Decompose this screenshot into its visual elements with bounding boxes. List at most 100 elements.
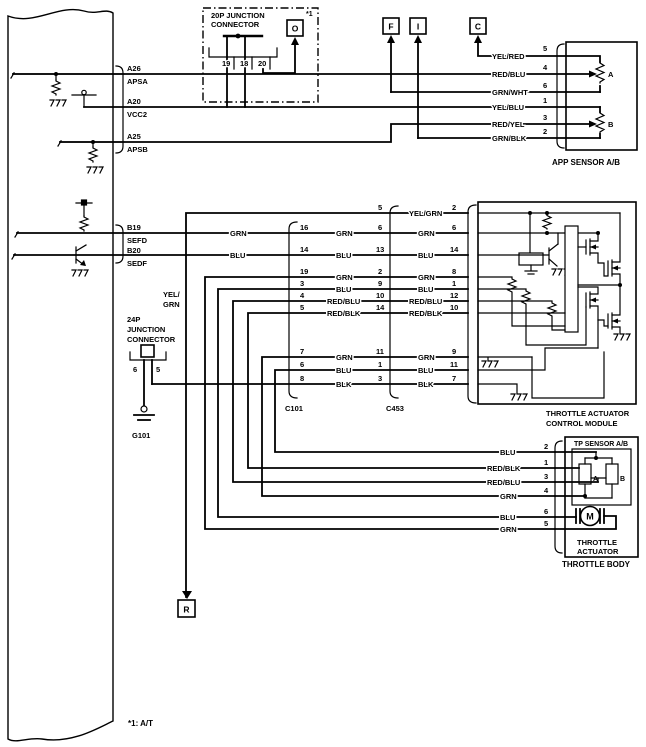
app-sensor-title: APP SENSOR A/B	[552, 158, 620, 167]
g101-label: G101	[132, 431, 150, 440]
middle-row-wires	[13, 212, 556, 598]
connector-c-label: C	[475, 22, 481, 32]
tp-sensor-box	[571, 448, 632, 506]
module-pin: 10	[450, 303, 458, 312]
tb-pin: 5	[544, 519, 548, 528]
c453-pin: 6	[378, 223, 382, 232]
arrow-to-i	[414, 35, 422, 43]
wire-label: BLK	[418, 380, 434, 389]
ecm-connector-bracket-top	[115, 65, 124, 154]
motor-m-label: M	[586, 512, 594, 522]
arrow-to-r	[182, 591, 192, 599]
c453-pin: 11	[376, 347, 384, 356]
module-pin: 1	[452, 279, 456, 288]
wire-label: RED/BLK	[409, 309, 443, 318]
wire-label: GRN	[336, 353, 353, 362]
module-label-1: THROTTLE ACTUATOR	[546, 409, 630, 418]
junction-20p-box	[202, 7, 319, 103]
module-label-2: CONTROL MODULE	[546, 419, 618, 428]
connector-r-label: R	[183, 605, 189, 615]
tb-wire: GRN	[500, 525, 517, 534]
tb-pin: 4	[544, 486, 549, 495]
c101-pin: 19	[300, 267, 308, 276]
wire-grn-wht: GRN/WHT	[492, 88, 528, 97]
c101-pin: 8	[300, 374, 304, 383]
pot-b-wiper-arrow	[589, 120, 597, 128]
c453-pin: 1	[378, 360, 382, 369]
module-pin: 2	[452, 203, 456, 212]
app-pin-3: 3	[543, 113, 547, 122]
arrow-to-c	[474, 35, 482, 43]
throttle-actuator-control-module-box	[477, 201, 637, 405]
module-pin: 11	[450, 360, 458, 369]
throttle-body-label: THROTTLE BODY	[562, 560, 631, 569]
junction-20p-title: 20P JUNCTION	[211, 11, 265, 20]
pot-a-wiper-arrow	[589, 70, 597, 78]
c101-bracket	[288, 221, 298, 399]
tb-pin: 3	[544, 472, 548, 481]
tb-pin: 6	[544, 507, 548, 516]
connector-box-o	[286, 19, 304, 37]
c101-pin: 5	[300, 303, 304, 312]
wire-red-yel: RED/YEL	[492, 120, 525, 129]
j24-symbol	[129, 344, 167, 407]
pin-a25: A25	[127, 132, 141, 141]
throttle-body-bracket	[554, 440, 563, 554]
app-connector-bracket	[556, 43, 565, 149]
app-pin-4: 4	[543, 63, 548, 72]
connector-box-f	[382, 17, 400, 35]
c453-bracket	[389, 205, 399, 399]
note-star1: *1	[306, 11, 313, 18]
module-pin: 6	[452, 223, 456, 232]
c101-pin: 16	[300, 223, 308, 232]
tb-wire: RED/BLU	[487, 478, 520, 487]
tb-wire: RED/BLK	[487, 464, 521, 473]
wire-label: GRN	[418, 229, 435, 238]
app-pin-1: 1	[543, 96, 547, 105]
pin-b19: B19	[127, 223, 141, 232]
module-internal-circuit	[477, 211, 631, 401]
connector-o-label: O	[292, 24, 299, 34]
app-sensor-internals	[594, 61, 606, 134]
wire-red-blu: RED/BLU	[492, 70, 525, 79]
wire-label: BLU	[418, 285, 433, 294]
throttle-body-box	[564, 436, 639, 558]
app-pin-6: 6	[543, 81, 547, 90]
throttle-actuator-label-1: THROTTLE	[577, 538, 617, 547]
c453-pin: 5	[378, 203, 382, 212]
c453-pin: 3	[378, 374, 382, 383]
j24-pin-5: 5	[156, 365, 160, 374]
c453-label: C453	[386, 404, 404, 413]
wire-label: RED/BLU	[409, 297, 442, 306]
connector-box-i	[409, 17, 427, 35]
c101-pin: 14	[300, 245, 309, 254]
ecm-connector-bracket-mid	[115, 224, 124, 264]
app-sensor-box	[565, 41, 638, 151]
c453-pin: 10	[376, 291, 384, 300]
throttle-actuator-label-2: ACTUATOR	[577, 547, 619, 556]
wire-label: GRN	[336, 273, 353, 282]
c101-pin: 7	[300, 347, 304, 356]
pin-vcc2: VCC2	[127, 110, 147, 119]
pin-a26: A26	[127, 64, 141, 73]
c101-pin: 4	[300, 291, 305, 300]
tb-wire: BLU	[500, 448, 515, 457]
tb-wire: GRN	[500, 492, 517, 501]
wire-label: GRN	[418, 273, 435, 282]
tp-sensor-title: TP SENSOR A/B	[574, 441, 628, 448]
wire-label: RED/BLU	[327, 297, 360, 306]
j20-pin-20: 20	[258, 59, 266, 68]
j24-title-3: CONNECTOR	[127, 335, 176, 344]
junction-20p-symbol	[208, 33, 296, 108]
c453-pin: 14	[376, 303, 385, 312]
tp-sensor-internals	[578, 451, 619, 499]
wire-label: GRN	[418, 353, 435, 362]
c453-pin: 13	[376, 245, 384, 254]
pin-apsb: APSB	[127, 145, 148, 154]
tp-a-label: A	[593, 476, 598, 483]
junction-20p-title2: CONNECTOR	[211, 20, 260, 29]
connector-box-c	[469, 17, 487, 35]
wire-label: BLU	[336, 285, 351, 294]
wire-label: RED/BLK	[327, 309, 361, 318]
